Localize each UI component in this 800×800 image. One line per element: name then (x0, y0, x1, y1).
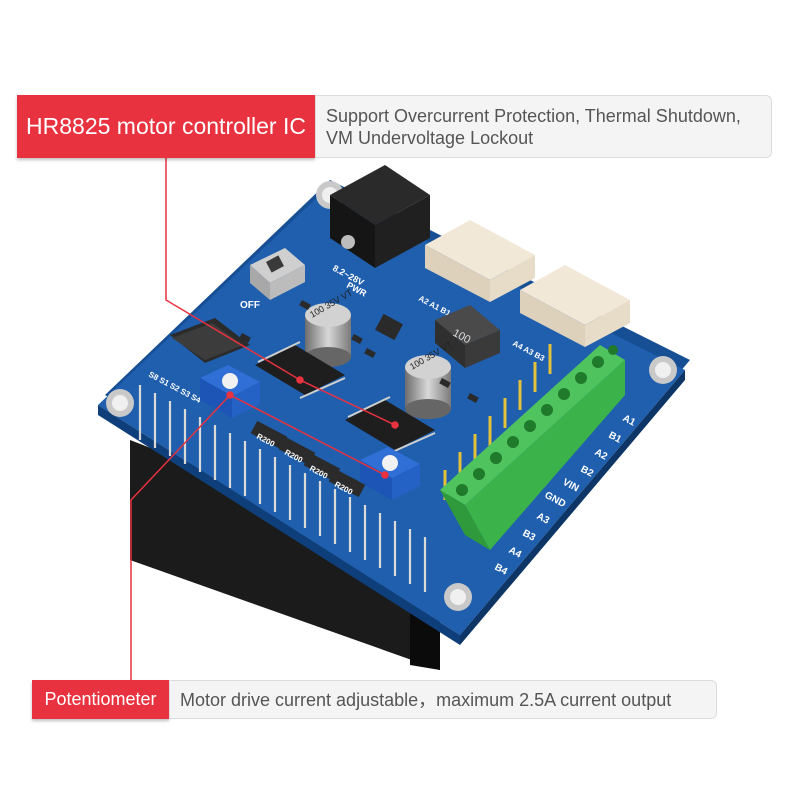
potentiometer-2 (360, 447, 420, 500)
potentiometer-callout-description: Motor drive current adjustable，maximum 2… (169, 680, 717, 719)
terminal-label-a1: A1 (621, 413, 638, 429)
smd-components (239, 300, 479, 403)
motor-connector-a (425, 220, 535, 302)
terminal-label-b3: B3 (521, 528, 538, 544)
terminal-label-a4: A4 (507, 545, 524, 561)
dip-switch (170, 318, 250, 363)
controller-callout-description: Support Overcurrent Protection, Thermal … (315, 95, 772, 158)
sense-resistors (250, 420, 366, 498)
capacitor-2 (405, 355, 451, 419)
terminal-label-b4: B4 (493, 562, 510, 578)
motor-connector-b (520, 265, 630, 347)
yellow-pin-headers (443, 344, 552, 500)
screw-terminal-block (440, 345, 625, 550)
switch-label-text: OFF (240, 300, 260, 311)
dc-power-jack (330, 165, 430, 268)
potentiometer-1 (200, 365, 260, 418)
callout-leader-potentiometer (130, 391, 389, 680)
controller-callout-label: HR8825 motor controller IC (17, 95, 315, 158)
terminal-label-a2: A2 (593, 447, 610, 463)
terminal-label-b1: B1 (607, 430, 624, 446)
terminal-label-b2: B2 (579, 464, 596, 480)
inductor (435, 305, 500, 368)
terminal-labels: A1 B1 A2 B2 VIN GND A3 B3 A4 B4 (493, 413, 638, 578)
potentiometer-callout-label: Potentiometer (32, 680, 169, 719)
terminal-label-a3: A3 (535, 511, 552, 527)
gpio-pins (138, 385, 427, 592)
callout-leader-controller (165, 158, 399, 429)
capacitor-1 (305, 303, 351, 367)
power-switch (250, 248, 305, 300)
